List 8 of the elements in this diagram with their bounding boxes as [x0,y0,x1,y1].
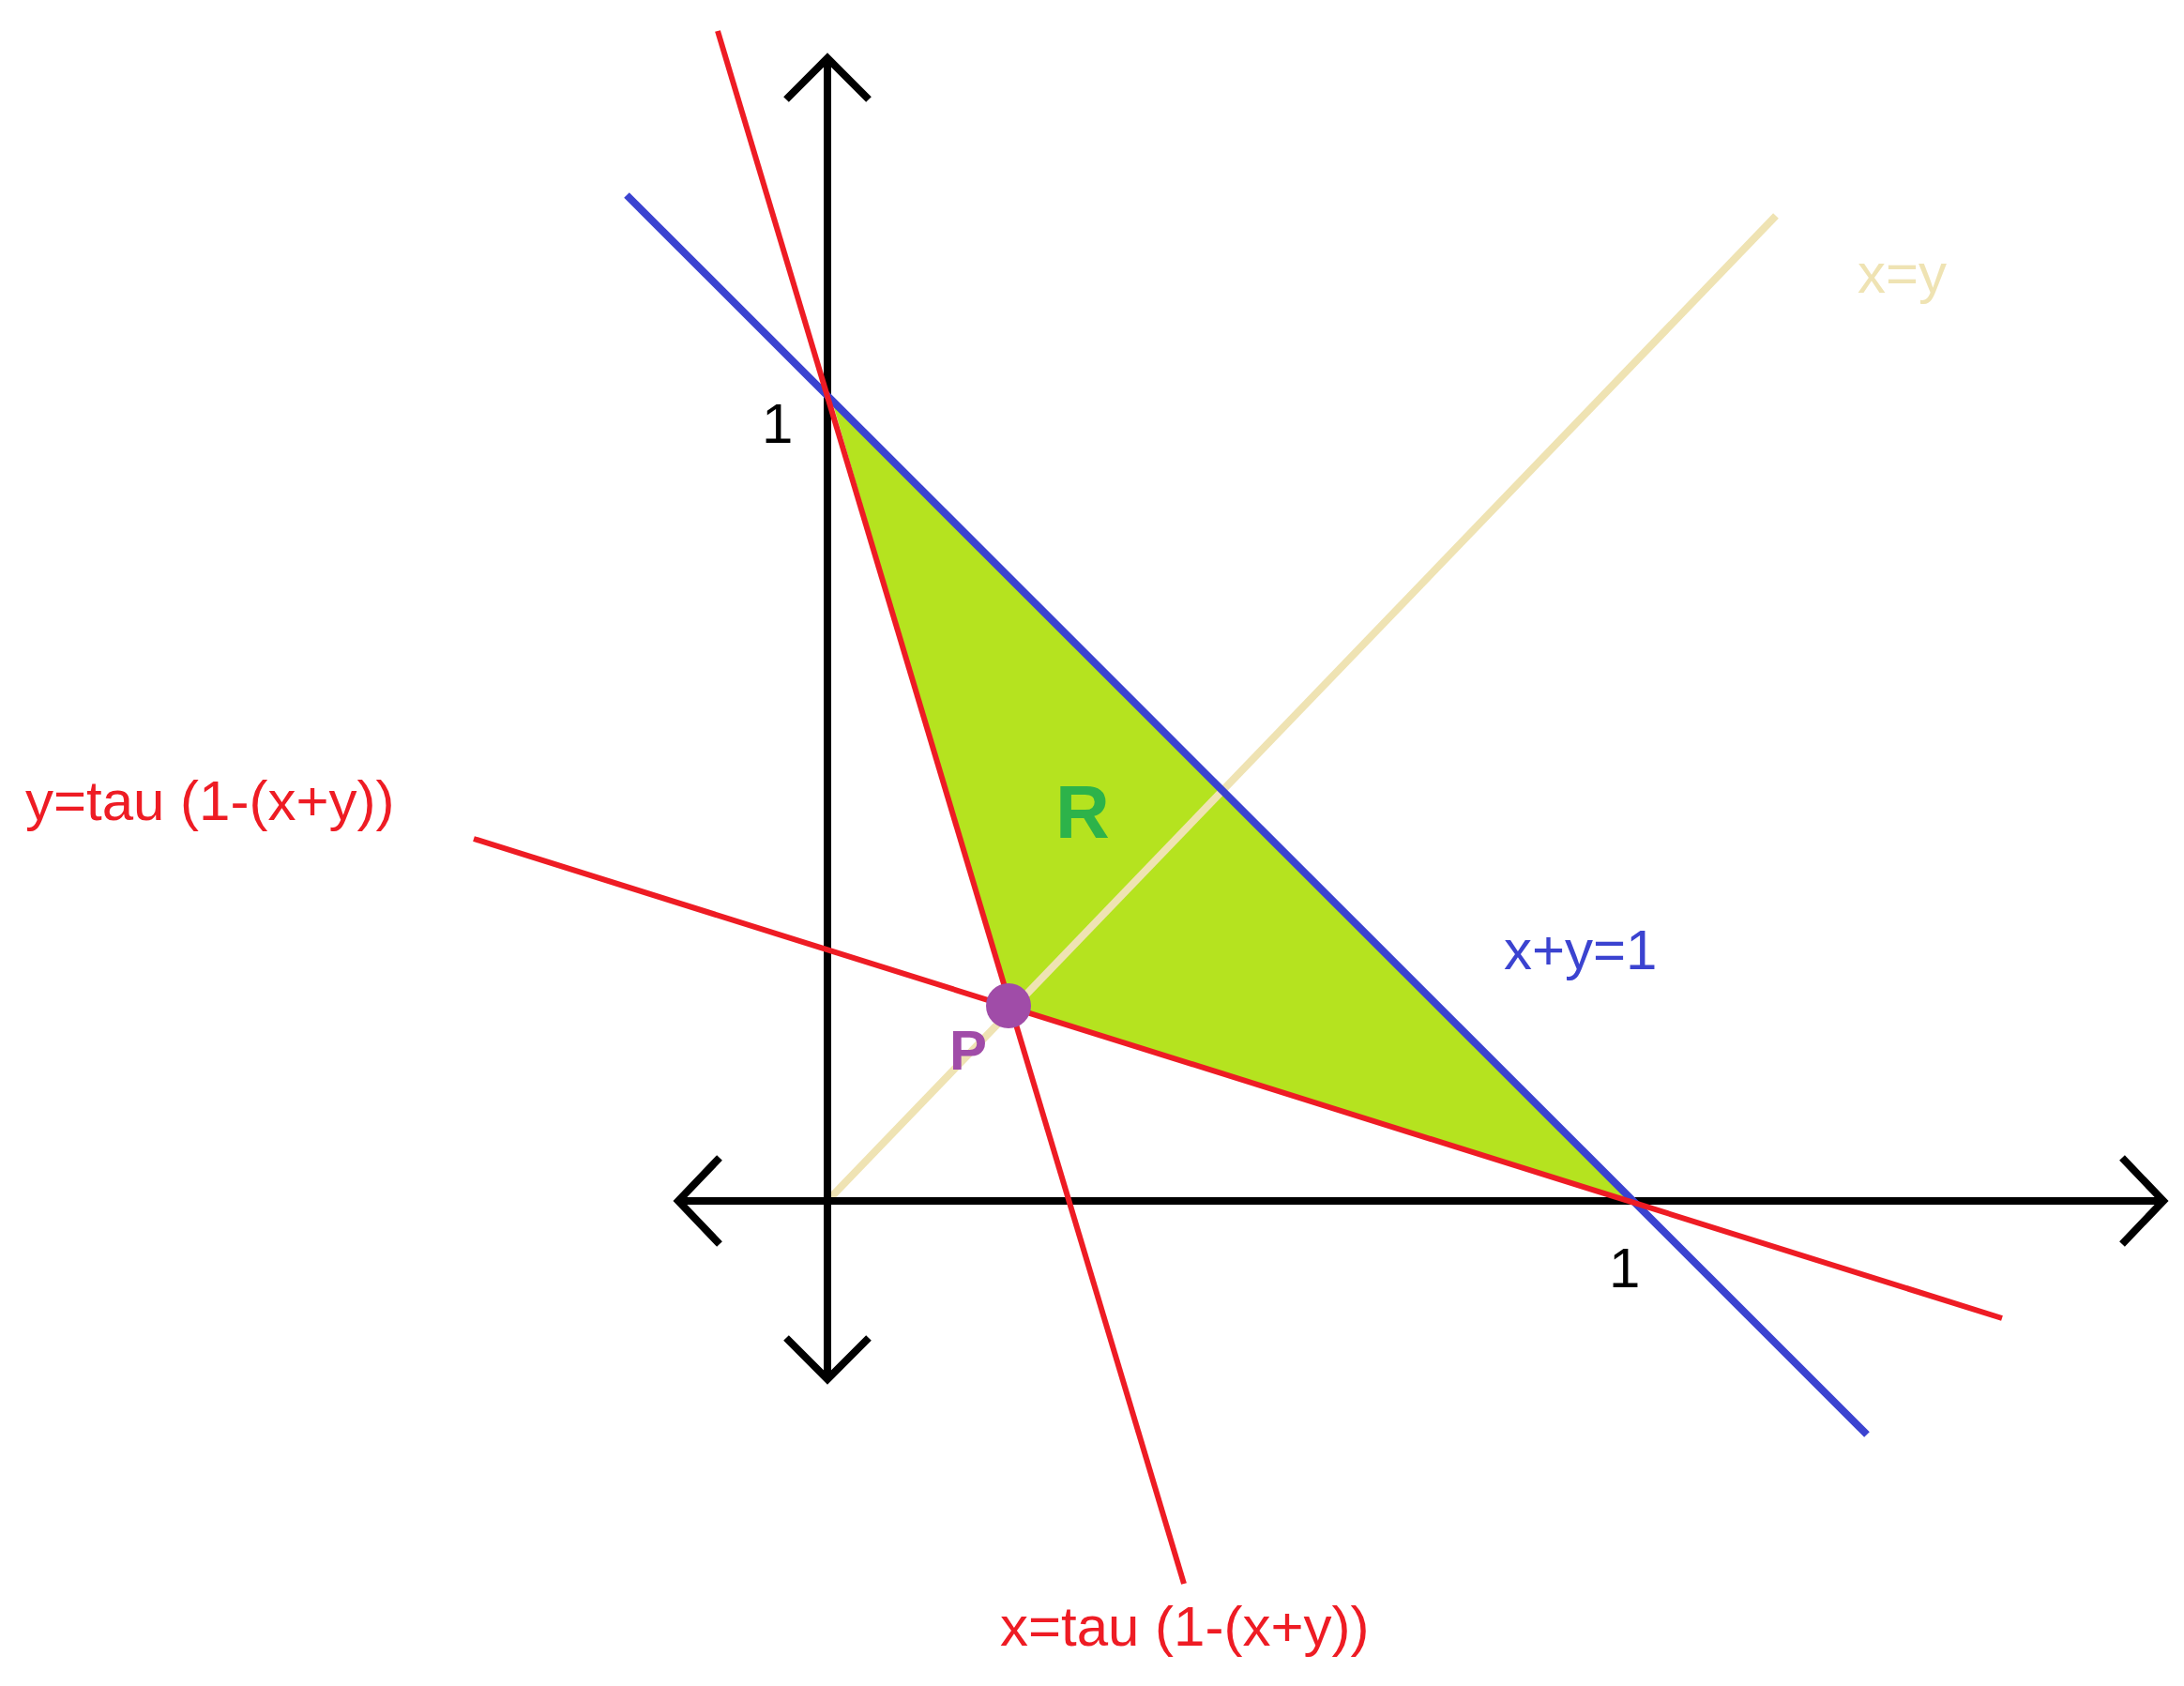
line-label: x=y [1858,246,1948,302]
point-label: P [949,1023,988,1079]
region-label: R [1055,775,1110,850]
line-label: y=tau (1-(x+y)) [25,773,395,829]
tick-label: 1 [1609,1240,1641,1297]
tick-label: 1 [762,396,794,452]
line-label: x=tau (1-(x+y)) [1000,1599,1370,1655]
line-label: x+y=1 [1504,922,1658,979]
